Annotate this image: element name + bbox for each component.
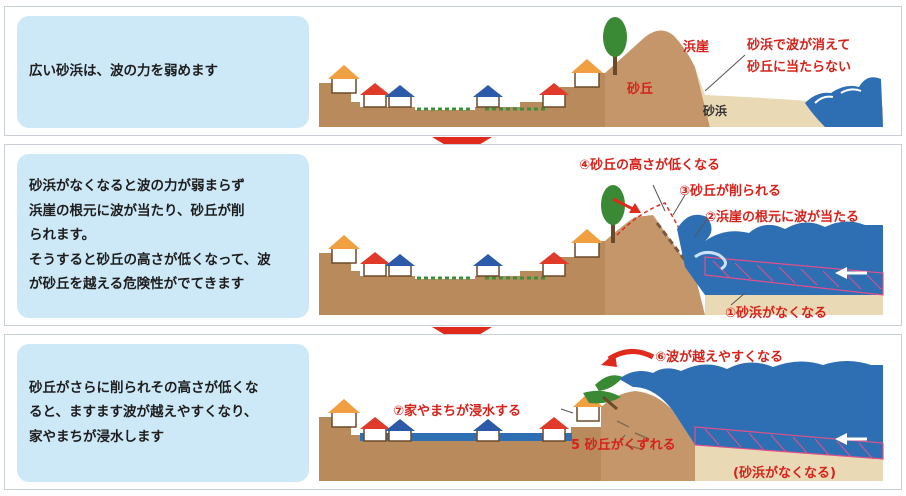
house-icon	[539, 252, 569, 277]
step-1-label: ①砂浜がなくなる	[725, 305, 827, 321]
panel-2-text: 砂浜がなくなると波の力が弱まらず 浜崖の根元に波が当たり、砂丘が削 られます。 …	[17, 154, 309, 318]
house-icon	[360, 252, 390, 277]
panel-2-text-line: が砂丘を越える危険性がでてきます	[29, 276, 245, 293]
panel-2-text-line: られます。	[29, 227, 96, 244]
panel-3-text-line: 砂丘がさらに削られその高さが低くな	[29, 379, 259, 396]
wide-beach-illustration: 浜崖 砂丘 砂浜 砂浜で波が消えて 砂丘に当たらない	[319, 17, 883, 127]
sand-dune	[605, 30, 710, 127]
house-icon	[473, 254, 503, 277]
note-line-2: 砂丘に当たらない	[746, 59, 851, 75]
flood-water	[360, 433, 572, 441]
tree-icon	[583, 375, 623, 411]
eroding-dune-illustration: ④砂丘の高さが低くなる ③砂丘が削られる ②浜崖の根元に波が当たる ①砂浜がなく…	[319, 157, 884, 321]
town-ground	[319, 417, 605, 481]
panel-3-text-line: ると、ますます波が越えやすくなり、	[29, 404, 258, 421]
step-7-label: ⑦家やまちが浸水する	[393, 403, 521, 419]
house-icon	[328, 65, 360, 94]
beach-sand	[705, 295, 883, 315]
panel-2-text-line: 浜崖の根元に波が当たり、砂丘が削	[29, 202, 245, 219]
house-icon	[571, 59, 603, 88]
house-icon	[360, 417, 390, 442]
house-icon	[473, 419, 503, 442]
cliff-label: 浜崖	[683, 39, 709, 55]
panel-3-text: 砂丘がさらに削られその高さが低くな ると、ますます波が越えやすくなり、 家やまち…	[17, 344, 309, 482]
tree-icon	[601, 185, 625, 243]
panel-flooding: 砂丘がさらに削られその高さが低くな ると、ますます波が越えやすくなり、 家やまち…	[4, 334, 902, 490]
panel-beach-gone: 砂浜がなくなると波の力が弱まらず 浜崖の根元に波が当たり、砂丘が削 られます。 …	[4, 144, 902, 326]
house-icon	[328, 235, 360, 264]
beach-label: 砂浜	[702, 103, 727, 118]
house-icon	[385, 254, 415, 277]
step-3-label: ③砂丘が削られる	[679, 183, 781, 199]
panel-wide-beach: 広い砂浜は、波の力を弱めます	[4, 6, 902, 136]
house-icon	[571, 229, 603, 258]
house-icon	[539, 83, 569, 108]
flooding-illustration: ⑥波が越えやすくなる ⑦家やまちが浸水する 5 砂丘がくずれる (砂浜がなくなる…	[319, 349, 884, 481]
house-icon	[385, 419, 415, 442]
panel-1-text: 広い砂浜は、波の力を弱めます	[17, 16, 309, 128]
note-line-1: 砂浜で波が消えて	[746, 37, 850, 53]
sea-wave	[805, 77, 883, 127]
step-5-label: 5 砂丘がくずれる	[571, 437, 676, 453]
beach-gone-label: (砂浜がなくなる)	[733, 465, 836, 481]
house-icon	[328, 399, 360, 428]
tree-icon	[603, 17, 627, 75]
panel-1-text-line: 広い砂浜は、波の力を弱めます	[29, 63, 218, 80]
sea-wave	[677, 214, 883, 295]
town-ground	[319, 241, 610, 315]
step-2-label: ②浜崖の根元に波が当たる	[705, 209, 859, 225]
step-4-label: ④砂丘の高さが低くなる	[579, 157, 720, 173]
beach-sand	[695, 445, 883, 481]
panel-2-text-line: そうすると砂丘の高さが低くなって、波	[29, 251, 271, 268]
house-icon	[360, 83, 390, 108]
panel-3-text-line: 家やまちが浸水します	[29, 428, 164, 445]
sand-dune	[605, 215, 705, 315]
house-icon	[539, 417, 569, 442]
panel-2-text-line: 砂浜がなくなると波の力が弱まらず	[29, 178, 245, 195]
dune-label: 砂丘	[626, 81, 653, 97]
sea-wave	[619, 361, 883, 459]
sand-dune	[601, 391, 695, 481]
town-ground	[319, 73, 610, 127]
step-6-label: ⑥波が越えやすくなる	[655, 349, 783, 365]
house-icon	[385, 85, 415, 108]
house-icon	[473, 85, 503, 108]
